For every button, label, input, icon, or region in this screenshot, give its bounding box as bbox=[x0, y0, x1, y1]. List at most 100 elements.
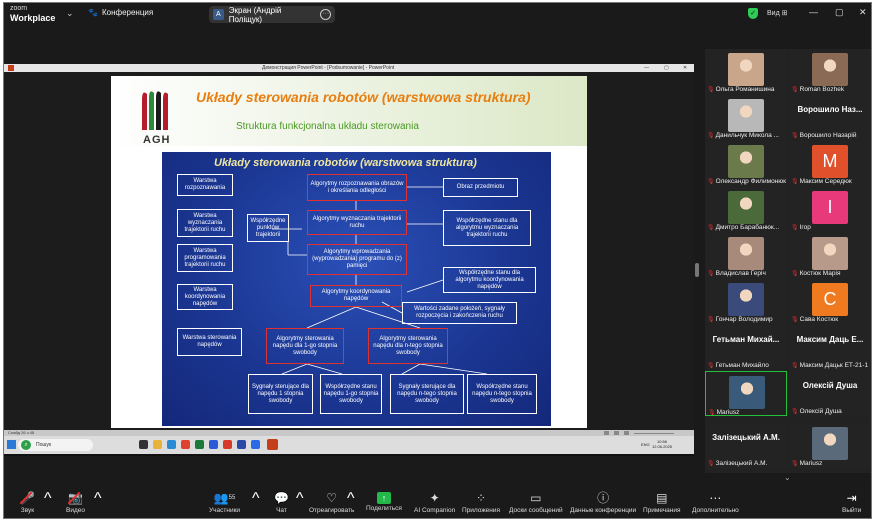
ppt-maximize-button[interactable]: ▢ bbox=[664, 65, 669, 71]
edge-icon[interactable] bbox=[167, 440, 176, 449]
close-button[interactable]: ✕ bbox=[859, 7, 867, 17]
participant-tile[interactable]: Залізецький А.М.🎙Залізецький А.М. bbox=[705, 423, 787, 469]
notes-button[interactable]: ▤ Примечания bbox=[643, 491, 681, 514]
chat-caret-icon[interactable]: ^ bbox=[296, 490, 304, 507]
participants-caret-icon[interactable]: ^ bbox=[252, 490, 260, 507]
participant-name: 🎙Ворошило Назарій bbox=[791, 132, 857, 139]
taskbar-search[interactable]: Пошук bbox=[18, 439, 93, 451]
taskbar-clock[interactable]: 10:56 12.06.2025 bbox=[652, 439, 672, 449]
participant-display-name: Ворошило Наз... bbox=[797, 105, 863, 114]
ai-companion-button[interactable]: ✦ AI Companion bbox=[414, 491, 456, 514]
participant-tile[interactable]: 🎙Костюк Марія bbox=[789, 233, 871, 278]
muted-mic-icon: 🎙 bbox=[707, 225, 715, 231]
participant-tile[interactable]: 🎙Mariusz bbox=[789, 423, 871, 469]
box-algorytmy-rozpoznawania: Algorytmy rozpoznawania obrazów i określ… bbox=[307, 174, 407, 201]
participants-button[interactable]: 👥55 Участники bbox=[209, 491, 241, 514]
participant-tile[interactable]: M🎙Максим Середюк bbox=[789, 141, 871, 186]
zoom-slider[interactable] bbox=[634, 433, 674, 434]
participant-display-name: Залізецький А.М. bbox=[712, 433, 780, 442]
react-caret-icon[interactable]: ^ bbox=[347, 490, 355, 507]
view-reading-icon[interactable] bbox=[624, 431, 629, 435]
meeting-toolbar: 🎤 Звук ^ 📷 Видео ^ 👥55 Участники ^ 💬 Чат… bbox=[4, 488, 871, 518]
slide-title: Układy sterowania robotów (warstwowa str… bbox=[196, 89, 531, 105]
participant-display-name: Гетьман Михай... bbox=[712, 335, 780, 344]
participant-tile[interactable]: 🎙Данильчук Микола ... bbox=[705, 95, 787, 140]
participant-tile[interactable]: Ворошило Наз... 🎙Ворошило Назарій bbox=[789, 95, 871, 140]
participant-video bbox=[812, 427, 848, 460]
participant-tile[interactable]: Гетьман Михай...🎙Гетьман Михайло bbox=[705, 325, 787, 370]
view-normal-icon[interactable] bbox=[604, 431, 609, 435]
ppt-close-button[interactable]: ✕ bbox=[683, 65, 688, 71]
powerpoint-taskbar-icon[interactable] bbox=[267, 439, 278, 450]
meeting-data-button[interactable]: ⓘ Данные конференции bbox=[570, 491, 637, 514]
participant-tile[interactable]: Олексій Душа🎙Олексій Душа bbox=[789, 371, 871, 416]
more-button[interactable]: ⋯ Дополнительно bbox=[692, 491, 739, 514]
video-button[interactable]: 📷 Видео bbox=[66, 491, 85, 514]
apps-button[interactable]: ⁘ Приложения bbox=[462, 491, 501, 514]
leave-button[interactable]: ⇥ Выйти bbox=[842, 491, 862, 514]
muted-mic-icon: 🎙 bbox=[707, 179, 715, 185]
chrome-icon[interactable] bbox=[181, 440, 190, 449]
excel-icon[interactable] bbox=[195, 440, 204, 449]
audio-caret-icon[interactable]: ^ bbox=[44, 490, 52, 507]
folder-icon[interactable] bbox=[153, 440, 162, 449]
view-sorter-icon[interactable] bbox=[614, 431, 619, 435]
video-caret-icon[interactable]: ^ bbox=[94, 490, 102, 507]
windows-start-icon[interactable] bbox=[7, 440, 16, 449]
muted-mic-icon: 🎙 bbox=[707, 317, 715, 323]
participant-name: 🎙Максим Середюк bbox=[791, 178, 852, 185]
participant-video bbox=[728, 145, 764, 178]
participant-tile[interactable]: 🎙Roman Bozhek bbox=[789, 49, 871, 94]
word-icon[interactable] bbox=[209, 440, 218, 449]
notes-icon: ▤ bbox=[656, 491, 668, 505]
chat-icon: 💬 bbox=[274, 491, 289, 505]
apps-icon: ⁘ bbox=[475, 491, 487, 505]
shared-screen: Демонстрация PowerPoint - [Podsumowanie]… bbox=[4, 64, 694, 456]
participant-avatar: I bbox=[812, 191, 848, 224]
muted-mic-icon: 🎙 bbox=[707, 87, 715, 93]
box-sygnaly-1: Sygnały sterujące dla napędu 1 stopnia s… bbox=[248, 374, 313, 414]
minimize-button[interactable]: — bbox=[809, 7, 818, 17]
view-menu-button[interactable]: Вид ⊞ bbox=[767, 10, 788, 17]
chat-button[interactable]: 💬 Чат bbox=[274, 491, 289, 514]
box-wspolrzedne-n: Współrzędne stanu napędu n-tego stopnia … bbox=[467, 374, 537, 414]
chevron-down-icon[interactable]: ⌄ bbox=[66, 8, 74, 18]
box-algorytmy-wyznaczania: Algorytmy wyznaczania trajektorii ruchu bbox=[307, 210, 407, 235]
whiteboards-button[interactable]: ▭ Доски сообщений bbox=[509, 491, 563, 514]
participant-video bbox=[728, 237, 764, 270]
acrobat-icon[interactable] bbox=[223, 440, 232, 449]
maximize-button[interactable]: ▢ bbox=[835, 7, 844, 17]
participant-tile[interactable]: 🎙Mariusz bbox=[705, 371, 787, 416]
participant-tile[interactable]: I🎙Ігор bbox=[789, 187, 871, 232]
box-warstwa-koordynowania: Warstwa koordynowania napędów bbox=[177, 284, 233, 310]
participant-tile[interactable]: 🎙Гончар Володимир bbox=[705, 279, 787, 324]
zoom-app-icon[interactable] bbox=[251, 440, 260, 449]
meeting-info-button[interactable]: 🐾 Конференция bbox=[88, 8, 153, 17]
muted-mic-icon: 🎙 bbox=[791, 363, 799, 369]
gallery-scrollbar[interactable] bbox=[695, 263, 699, 277]
search-icon: ⌕ bbox=[21, 440, 31, 450]
share-button[interactable]: ↑ Поделиться bbox=[366, 492, 402, 512]
chevron-down-icon[interactable]: ⌄ bbox=[784, 473, 791, 482]
shield-check-icon[interactable]: ✓ bbox=[748, 8, 758, 19]
ppt-minimize-button[interactable]: — bbox=[644, 65, 649, 71]
participant-tile[interactable]: 🎙Ольга Романишина bbox=[705, 49, 787, 94]
participant-tile[interactable]: 🎙Олександр Филимонюк bbox=[705, 141, 787, 186]
participant-tile[interactable]: Максим Даць Е...🎙Максим Дацьк ЕТ-21-1 bbox=[789, 325, 871, 370]
ppt-window-title: Демонстрация PowerPoint - [Podsumowanie]… bbox=[262, 65, 395, 71]
participants-icon: 👥55 bbox=[213, 491, 236, 505]
outlook-icon[interactable] bbox=[237, 440, 246, 449]
participant-tile[interactable]: 🎙Владислав Геріч bbox=[705, 233, 787, 278]
participant-avatar: M bbox=[812, 145, 848, 178]
more-icon[interactable]: ··· bbox=[320, 9, 331, 20]
taskview-icon[interactable] bbox=[139, 440, 148, 449]
screen-share-pill[interactable]: A Экран (Андрій Поліщук) ··· bbox=[209, 6, 335, 24]
participant-video bbox=[729, 376, 765, 409]
zoom-logo: zoom Workplace bbox=[10, 5, 55, 23]
audio-button[interactable]: 🎤 Звук bbox=[19, 491, 35, 514]
participant-tile[interactable]: C🎙Сава Костюк bbox=[789, 279, 871, 324]
participant-tile[interactable]: 🎙Дмитро Барабанюк... bbox=[705, 187, 787, 232]
react-button[interactable]: ♡ Отреагировать bbox=[309, 491, 355, 514]
language-indicator[interactable]: ENG bbox=[641, 442, 650, 447]
muted-mic-icon: 🎙 bbox=[791, 409, 799, 415]
